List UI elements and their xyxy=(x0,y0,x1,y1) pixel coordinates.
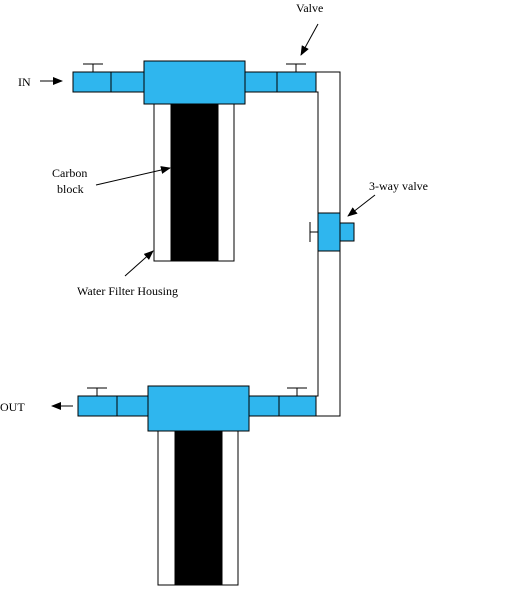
three-way-valve-label: 3-way valve xyxy=(369,179,428,193)
in-label: IN xyxy=(18,75,31,89)
out-label: OUT xyxy=(0,400,25,414)
top-outlet-pipe xyxy=(244,71,278,93)
carbon-block-label-line2: block xyxy=(57,182,84,196)
top-inlet-pipe xyxy=(110,71,145,93)
bottom-filter-head xyxy=(147,385,250,432)
three-way-valve xyxy=(309,212,355,252)
bottom-inlet-pipe xyxy=(248,395,280,417)
three-way-valve-arrow-icon xyxy=(347,194,376,217)
valve-label: Valve xyxy=(296,1,323,15)
housing-arrow-icon xyxy=(124,250,154,277)
valve-arrow-icon xyxy=(300,23,319,56)
valve-handle-icon xyxy=(287,387,307,396)
three-way-valve-port xyxy=(339,222,355,242)
top-inlet-pipe-left xyxy=(72,71,112,93)
water-filter-housing-label: Water Filter Housing xyxy=(77,284,178,298)
valve-handle-icon xyxy=(87,387,107,396)
bottom-carbon-block xyxy=(174,430,223,586)
three-way-valve-body xyxy=(317,212,341,252)
valve-handle-icon xyxy=(309,222,318,242)
top-filter-head xyxy=(143,60,246,105)
bottom-outlet-pipe xyxy=(116,395,149,417)
valve-handle-icon xyxy=(83,63,103,72)
valve-handle-icon xyxy=(286,63,306,72)
top-carbon-block xyxy=(170,103,219,262)
top-outlet-valve-body xyxy=(276,71,317,93)
top-filter-assembly xyxy=(72,60,317,262)
bottom-outlet-pipe-left xyxy=(77,395,118,417)
bottom-inlet-valve-body xyxy=(278,395,317,417)
bottom-filter-assembly xyxy=(77,385,317,586)
carbon-block-label-line1: Carbon xyxy=(52,166,87,180)
carbon-block-arrow-icon xyxy=(95,166,171,186)
